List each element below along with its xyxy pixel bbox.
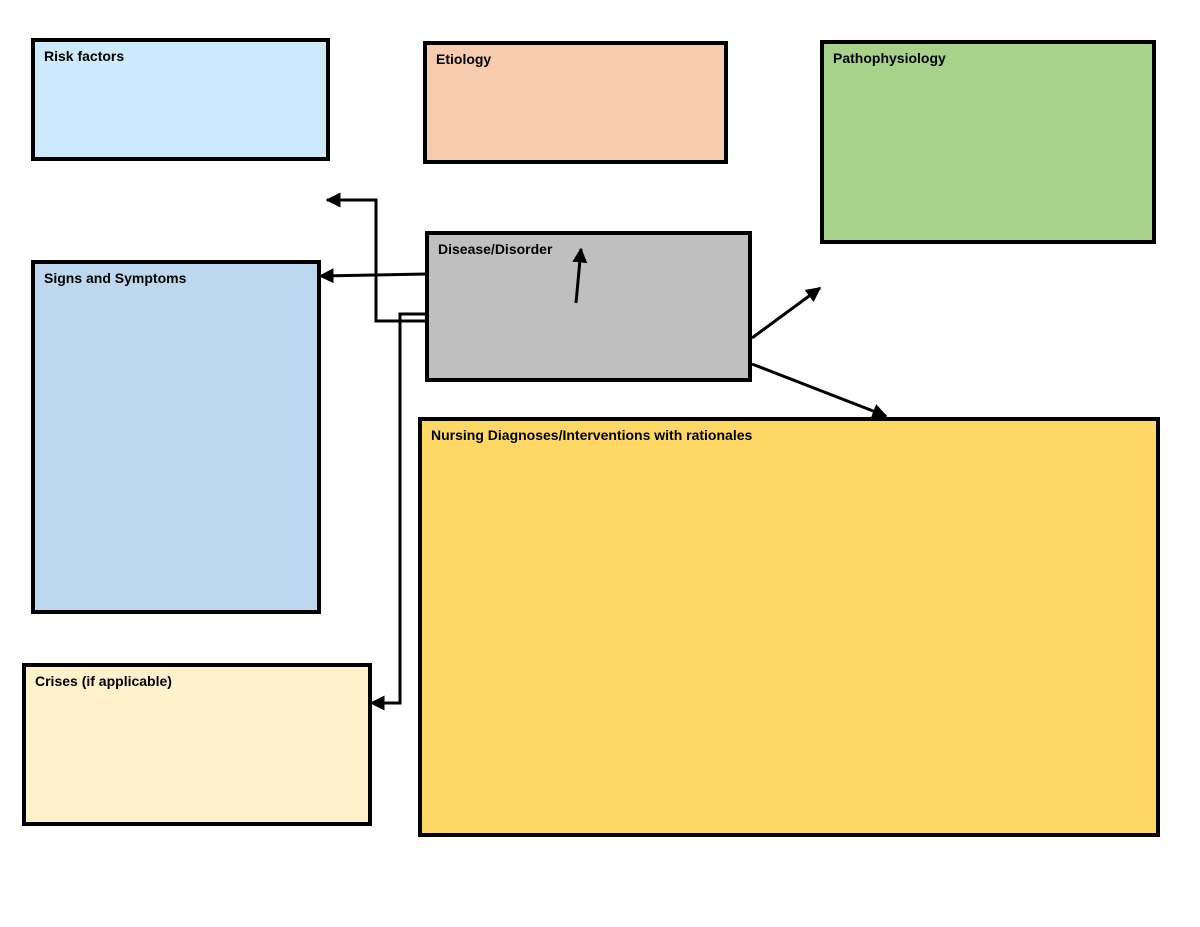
arrow-to-signs-symptoms <box>318 268 428 284</box>
arrow-to-pathophysiology <box>751 286 822 340</box>
arrow-to-risk-factors <box>325 192 427 323</box>
signs-symptoms-label: Signs and Symptoms <box>44 270 187 286</box>
arrow-to-nursing-diagnoses <box>751 362 888 419</box>
etiology-box: Etiology <box>423 41 728 164</box>
crises-label: Crises (if applicable) <box>35 673 172 689</box>
signs-symptoms-box: Signs and Symptoms <box>31 260 321 614</box>
pathophysiology-box: Pathophysiology <box>820 40 1156 244</box>
nursing-diagnoses-label: Nursing Diagnoses/Interventions with rat… <box>431 427 753 443</box>
risk-factors-box: Risk factors <box>31 38 330 161</box>
nursing-diagnoses-box: Nursing Diagnoses/Interventions with rat… <box>418 417 1160 837</box>
disease-disorder-box: Disease/Disorder <box>425 231 752 382</box>
etiology-label: Etiology <box>436 51 492 67</box>
pathophysiology-label: Pathophysiology <box>833 50 946 66</box>
crises-box: Crises (if applicable) <box>22 663 372 826</box>
disease-disorder-label: Disease/Disorder <box>438 241 553 257</box>
risk-factors-label: Risk factors <box>44 48 125 64</box>
